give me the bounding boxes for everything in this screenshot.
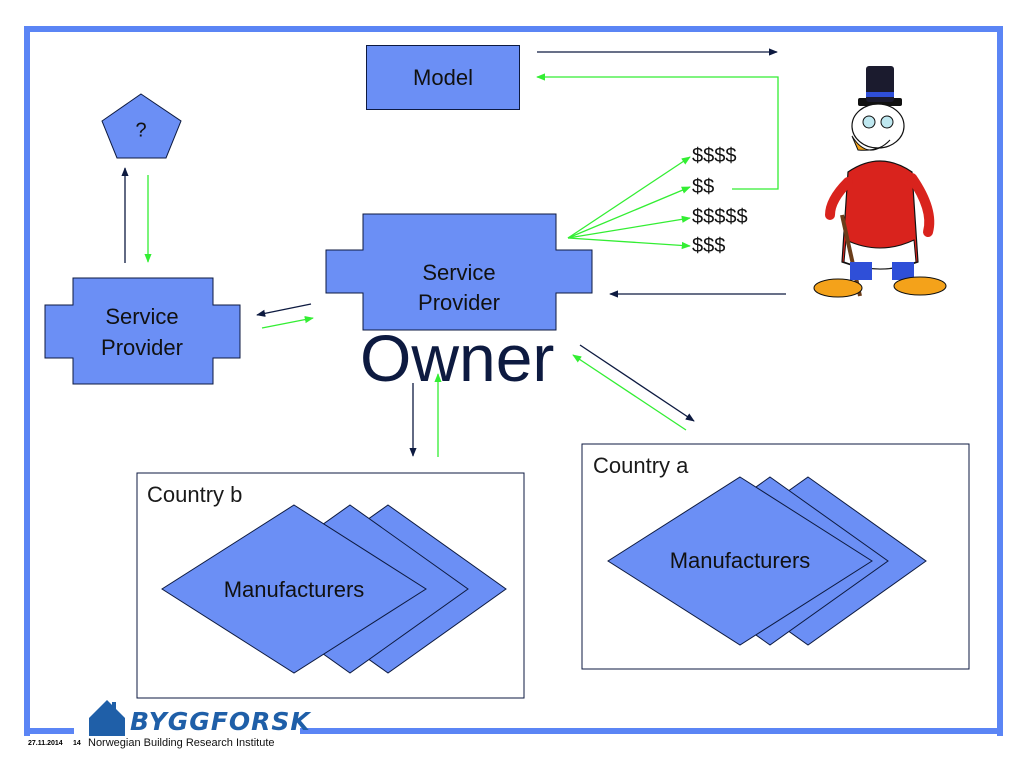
sp-main-to-country-a-arrow <box>579 344 695 422</box>
footer-date: 27.11.2014 <box>28 740 63 747</box>
money-label-4: $$$ <box>692 235 726 257</box>
manufacturers-a-diamond-front <box>607 476 873 646</box>
money-arrow-4 <box>567 237 691 250</box>
slide-frame <box>24 26 1003 736</box>
sp-left-to-sp-main-arrow <box>261 316 314 329</box>
manufacturers-a-label: Manufacturers <box>669 548 811 573</box>
byggforsk-logo-icon <box>89 700 125 736</box>
question-label: ? <box>135 119 147 142</box>
money-label-1: $$$$ <box>692 145 737 167</box>
money-label-2: $$ <box>692 176 715 198</box>
question-pentagon <box>101 93 182 159</box>
service-provider-left-shape <box>44 277 241 385</box>
model-label: Model <box>413 65 473 90</box>
footer-page-number: 14 <box>73 740 81 747</box>
service-provider-main-shape <box>325 213 593 331</box>
manufacturers-b-diamond-front <box>161 504 427 674</box>
footer-institute: Norwegian Building Research Institute <box>88 737 275 749</box>
service-provider-main-label: Service Provider <box>418 260 500 315</box>
sp-main-to-sp-left-arrow <box>256 303 312 317</box>
money-arrow-1 <box>567 156 691 239</box>
country-a-label: Country a <box>593 453 689 478</box>
money-arrow-3 <box>567 215 691 239</box>
duck-owner-figure-icon <box>813 66 947 298</box>
logo-text: BYGGFORSK <box>130 707 311 736</box>
manufacturers-b-label: Manufacturers <box>223 577 365 602</box>
money-arrow-2 <box>567 186 691 239</box>
country-b-label: Country b <box>147 482 243 507</box>
owner-label: Owner <box>360 321 555 395</box>
money-to-model-arrow <box>536 73 779 190</box>
service-provider-left-label: Service Provider <box>101 304 183 360</box>
bottom-rule-left <box>24 728 74 734</box>
country-a-to-sp-main-arrow <box>572 354 687 431</box>
money-label-3: $$$$$ <box>692 206 748 228</box>
bottom-rule-right <box>300 728 1003 734</box>
